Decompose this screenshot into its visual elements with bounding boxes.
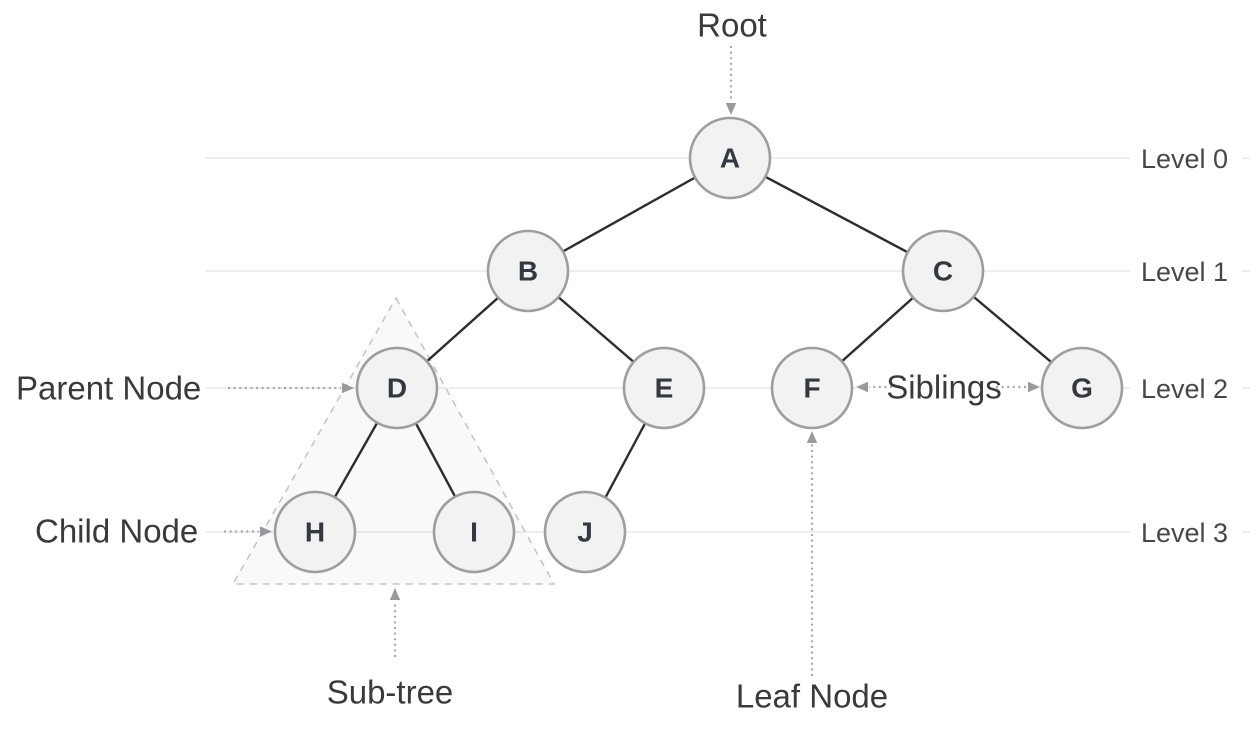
node-J-label: J <box>577 517 593 548</box>
node-H-circle <box>273 490 357 574</box>
node-I: I <box>432 490 516 574</box>
node-J: J <box>543 490 627 574</box>
node-D: D <box>355 346 439 430</box>
node-H: H <box>273 490 357 574</box>
tree-nodes: A B C D E F G H <box>273 116 1124 574</box>
level-labels: Level 0 Level 1 Level 2 Level 3 <box>1130 141 1242 549</box>
node-B: B <box>486 229 570 313</box>
leaf-node-arrow-head-icon <box>806 431 818 443</box>
root-arrow-head-icon <box>725 103 737 115</box>
parent-node-arrow-head-icon <box>342 382 354 394</box>
level-3-label: Level 3 <box>1141 518 1228 548</box>
node-G-label: G <box>1071 373 1093 404</box>
child-node-label: Child Node <box>35 513 198 550</box>
node-C: C <box>901 229 985 313</box>
node-B-circle <box>486 229 570 313</box>
siblings-label: Siblings <box>886 369 1002 406</box>
siblings-label-mask <box>856 371 1040 405</box>
level-0-label: Level 0 <box>1141 144 1228 174</box>
annotations: Root Parent Node Child Node Sub-tree Lea… <box>16 7 1040 715</box>
node-F-label: F <box>803 373 820 404</box>
level-0-label-mask <box>1130 141 1242 175</box>
node-A-label: A <box>720 143 740 174</box>
node-B-label: B <box>518 256 538 287</box>
node-C-label: C <box>933 256 953 287</box>
level-3-label-mask <box>1130 515 1242 549</box>
parent-node-label: Parent Node <box>16 370 201 407</box>
level-2-label: Level 2 <box>1141 374 1228 404</box>
node-E-circle <box>622 346 706 430</box>
node-H-label: H <box>305 517 325 548</box>
node-E: E <box>622 346 706 430</box>
node-A: A <box>688 116 772 200</box>
node-G: G <box>1040 346 1124 430</box>
level-1-label: Level 1 <box>1141 257 1228 287</box>
root-label: Root <box>697 7 767 44</box>
siblings-right-arrow-head-icon <box>1028 381 1040 393</box>
node-A-circle <box>688 116 772 200</box>
level-2-label-mask <box>1130 371 1242 405</box>
node-C-circle <box>901 229 985 313</box>
child-node-arrow-head-icon <box>260 526 272 537</box>
node-E-label: E <box>655 373 674 404</box>
sub-tree-label: Sub-tree <box>327 674 454 711</box>
level-1-label-mask <box>1130 254 1242 288</box>
node-F: F <box>770 346 854 430</box>
node-J-circle <box>543 490 627 574</box>
node-G-circle <box>1040 346 1124 430</box>
siblings-left-arrow-head-icon <box>856 381 868 393</box>
leaf-node-label: Leaf Node <box>736 678 888 715</box>
node-D-label: D <box>387 373 407 404</box>
node-D-circle <box>355 346 439 430</box>
node-F-circle <box>770 346 854 430</box>
node-I-circle <box>432 490 516 574</box>
node-I-label: I <box>470 517 478 548</box>
sub-tree-arrow-head-icon <box>389 588 401 600</box>
